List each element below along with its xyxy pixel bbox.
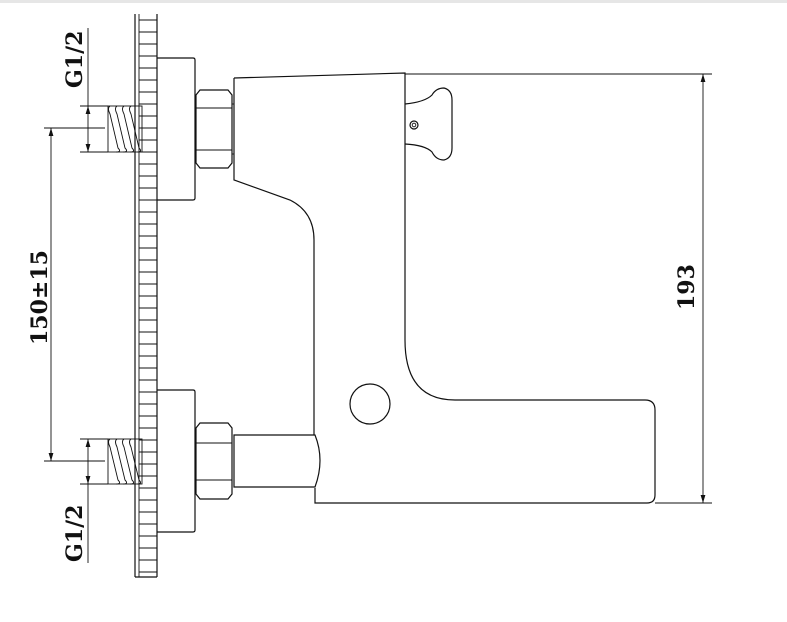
bottom-thread-connector	[107, 438, 143, 485]
dimension-spacing	[44, 127, 105, 462]
top-thread-label: G1/2	[62, 31, 88, 88]
dimension-bottom-thread	[80, 438, 108, 563]
wall	[134, 14, 158, 578]
dimension-height	[405, 73, 712, 504]
spacing-label: 150±15	[27, 250, 53, 345]
spout-connector	[233, 434, 321, 488]
top-thread-connector	[107, 105, 143, 153]
bottom-wall-plate	[157, 389, 196, 533]
dimension-top-thread	[80, 28, 108, 153]
bottom-thread-label: G1/2	[62, 505, 88, 562]
top-hex-nut	[195, 89, 234, 169]
top-border	[0, 0, 787, 3]
diverter-knob	[349, 383, 391, 425]
height-label: 193	[674, 264, 700, 310]
top-wall-plate	[157, 57, 196, 201]
bottom-hex-nut	[195, 422, 233, 500]
lever-handle	[404, 87, 453, 161]
mixer-body	[233, 72, 656, 504]
